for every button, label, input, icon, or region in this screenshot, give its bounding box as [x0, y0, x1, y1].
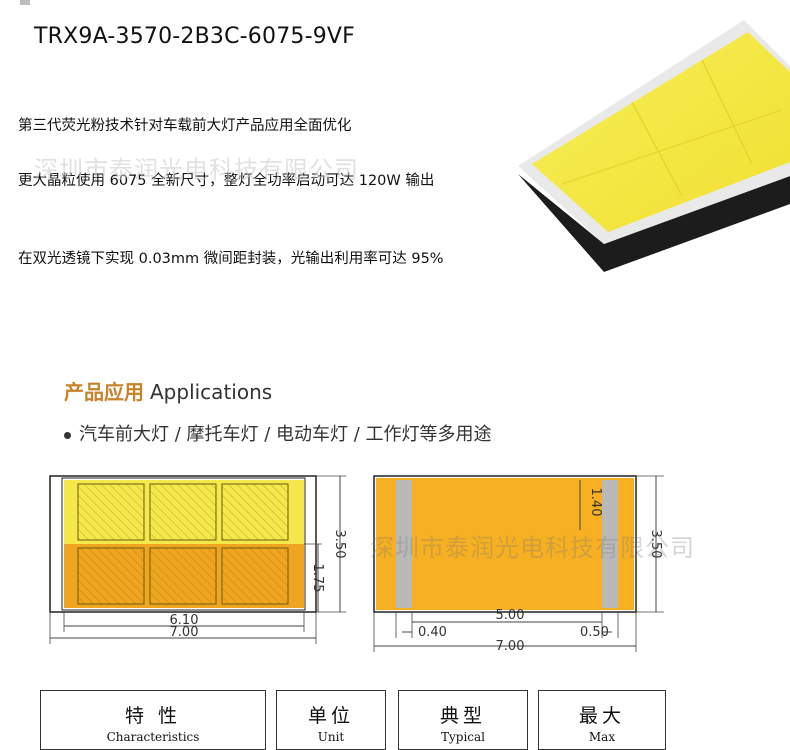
- front-emit-width: 6.10: [170, 613, 199, 628]
- die-6: [221, 547, 289, 605]
- back-view: 1.40 3.50 5.00 0.40 0.50 7.00: [373, 475, 664, 654]
- back-pad-width-left: 0.40: [418, 625, 447, 640]
- product-title: TRX9A-3570-2B3C-6075-9VF: [34, 24, 356, 49]
- back-gap-right: [602, 480, 618, 608]
- back-gap-left: [396, 480, 412, 608]
- corner-mark: [20, 0, 30, 5]
- back-height-total: 3.50: [648, 530, 663, 559]
- header-unit-cn: 单位: [307, 705, 354, 727]
- watermark-diagram: 深圳市泰润光电科技有限公司: [370, 534, 695, 562]
- chip-phosphor: [532, 32, 790, 232]
- feature-2: 更大晶粒使用 6075 全新尺寸，整灯全功率启动可达 120W 输出: [18, 173, 435, 189]
- table-header-unit: 单位 Unit: [276, 690, 386, 750]
- chip-divider-2: [701, 59, 753, 165]
- header-typical-cn: 典型: [439, 705, 486, 727]
- header-characteristics-cn: 特 性: [124, 705, 182, 727]
- chip-base: [518, 174, 790, 272]
- die-1: [77, 483, 145, 541]
- back-inner-width: 5.00: [496, 608, 525, 623]
- applications-title-en: Applications: [150, 380, 273, 404]
- applications-list: 汽车前大灯 / 摩托车灯 / 电动车灯 / 工作灯等多用途: [64, 420, 492, 446]
- led-chip-image: [518, 20, 790, 272]
- feature-1: 第三代荧光粉技术针对车载前大灯产品应用全面优化: [18, 118, 352, 134]
- die-2: [149, 483, 217, 541]
- chip-divider-3: [561, 109, 783, 185]
- front-height-total: 3.50: [332, 530, 347, 559]
- applications-title-cn: 产品应用: [64, 380, 144, 404]
- die-3: [221, 483, 289, 541]
- die-5: [149, 547, 217, 605]
- back-pad: [376, 478, 634, 610]
- chip-divider-1: [631, 101, 683, 197]
- back-pad-gap: 1.40: [588, 488, 603, 517]
- front-total-width: 7.00: [170, 625, 199, 640]
- header-unit-en: Unit: [317, 730, 345, 744]
- feature-3: 在双光透镜下实现 0.03mm 微间距封装，光输出利用率可达 95%: [18, 251, 444, 267]
- table-header-characteristics: 特 性 Characteristics: [40, 690, 266, 750]
- header-typical-en: Typical: [440, 730, 485, 744]
- table-header-typical: 典型 Typical: [398, 690, 528, 750]
- die-4: [77, 547, 145, 605]
- back-pad-width-right: 0.50: [580, 625, 609, 640]
- front-height-half: 1.75: [310, 564, 325, 593]
- header-max-en: Max: [588, 730, 616, 744]
- header-max-cn: 最大: [578, 705, 625, 727]
- watermark-top: 深圳市泰润光电科技有限公司: [34, 156, 359, 184]
- applications-text: 汽车前大灯 / 摩托车灯 / 电动车灯 / 工作灯等多用途: [79, 424, 492, 445]
- bullet-icon: [64, 431, 71, 439]
- table-header-max: 最大 Max: [538, 690, 666, 750]
- back-total-width: 7.00: [496, 639, 525, 654]
- dimension-diagram: 3.50 1.75 6.10 7.00 1.40 3.50 5.00 0.: [49, 475, 664, 654]
- front-view: 3.50 1.75 6.10 7.00: [49, 475, 347, 644]
- header-characteristics-en: Characteristics: [106, 730, 200, 744]
